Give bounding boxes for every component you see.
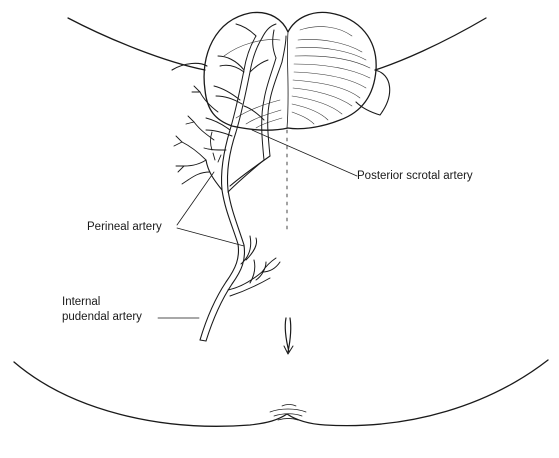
scrotal-rugae (224, 27, 370, 128)
perineal-twigs (174, 86, 226, 184)
label-internal-pudendal-line2: pudendal artery (62, 311, 142, 324)
anus (285, 318, 291, 352)
label-perineal-artery: Perineal artery (87, 221, 162, 234)
leader-posterior-scrotal (252, 130, 357, 176)
right-thigh-outline (375, 18, 486, 70)
label-posterior-scrotal-artery: Posterior scrotal artery (357, 170, 473, 183)
scrotum-outline (204, 12, 376, 130)
left-thigh-outline (68, 18, 205, 70)
leader-perineal-upper (177, 172, 214, 225)
perineal-artery (206, 130, 270, 245)
natal-cleft (270, 405, 306, 421)
scrotal-raphe (287, 32, 288, 128)
buttocks-outline (14, 360, 548, 426)
internal-pudendal-artery (200, 244, 245, 341)
label-internal-pudendal-line1: Internal (62, 296, 100, 309)
leader-lines (158, 130, 357, 318)
right-thigh-inner-outline (356, 70, 390, 115)
